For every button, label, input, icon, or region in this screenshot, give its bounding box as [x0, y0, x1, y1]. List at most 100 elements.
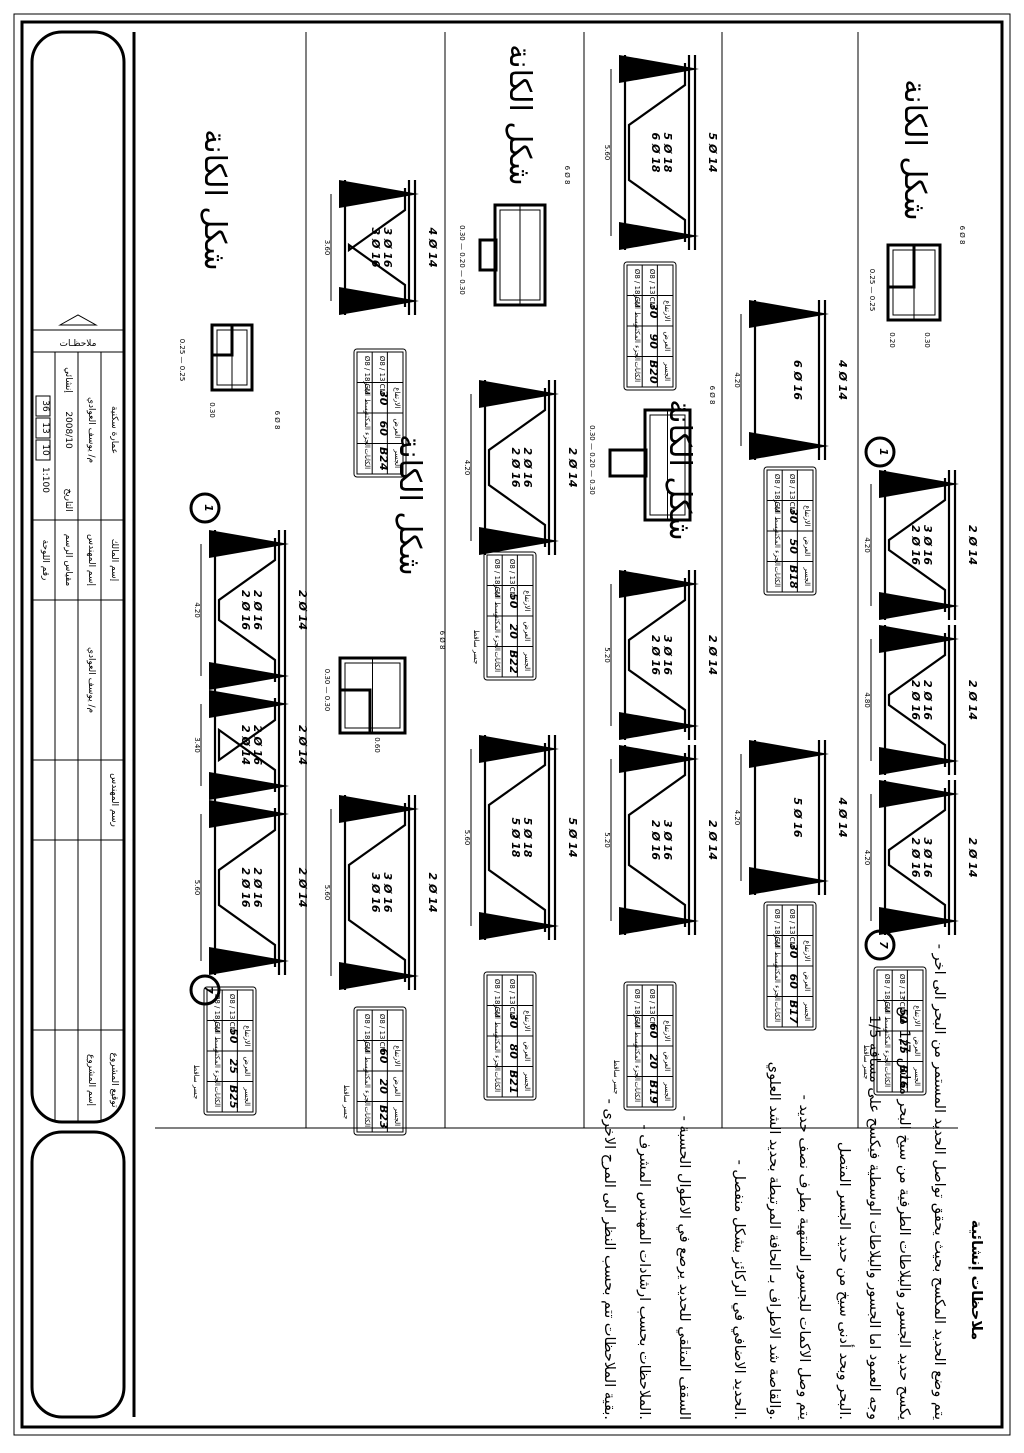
bent-bar: [217, 808, 277, 967]
stirrup-dim: 0.30 — 0.20 — 0.30: [588, 425, 596, 495]
support-triangle: [619, 907, 699, 935]
mid-bar-label: 2 Ø 16: [251, 725, 264, 765]
span-length: 5.20: [603, 832, 611, 848]
beam-height: 50: [227, 1028, 240, 1044]
mid-bar-label: 2 Ø 16: [251, 868, 264, 908]
stirrup-spacing-end: Ø8 / 13 CM: [648, 989, 656, 1028]
bent-bar: [887, 633, 947, 767]
stirrup-spacing-end: Ø8 / 13 CM: [508, 559, 516, 598]
mid-bar-label-2: 6 Ø 18: [649, 133, 662, 173]
inner-frame: [20, 20, 1004, 1429]
stirrup-spacing-mid: Ø8 / 18 CM: [213, 994, 221, 1033]
support-triangle: [749, 432, 829, 460]
beam-span: 2 Ø 143 Ø 163 Ø 165.60: [323, 795, 439, 990]
beam-details: 2 Ø 143 Ø 162 Ø 164.202 Ø 142 Ø 162 Ø 16…: [189, 55, 979, 1136]
support-triangle: [879, 592, 959, 620]
stirrup-bar-label: 6 Ø 8: [708, 386, 716, 405]
bent-bar: [887, 478, 947, 612]
note-item: البحر وبحد أدنى سيخ من حديد الجسر المتصل…: [836, 1142, 855, 1420]
engineer-name: م/ يوسف العوادي: [86, 647, 96, 713]
owner-label: إسم المالك: [109, 539, 119, 581]
beam-type-tag: جسر ساقط: [342, 1085, 350, 1120]
table-header-beam: الجسر: [803, 566, 811, 586]
table-header-height: الارتفاع: [663, 300, 671, 321]
beam-type-tag: جسر ساقط: [862, 1045, 870, 1080]
beam-type-tag: جسر ساقط: [612, 1060, 620, 1095]
beam-span: 4 Ø 143 Ø 163 Ø 163.60: [323, 180, 439, 315]
mid-bar-label: 3 Ø 16: [661, 635, 674, 675]
mid-bar-label: 3 Ø 16: [921, 838, 934, 878]
note-item: - السقف المتلقي للحديد يرصع في الاطوال ا…: [676, 1116, 692, 1420]
mid-bar-label: 2 Ø 16: [521, 448, 534, 488]
beam-width: 20: [507, 624, 520, 640]
support-triangle: [479, 735, 559, 763]
beam-height: 30: [377, 390, 390, 406]
note-item: - بقية الملاحظات تتم بحسب النظر الى المر…: [601, 1099, 617, 1420]
note-item: وجه العمود اما الجسور والبلاطات الوسطية …: [866, 1015, 882, 1420]
table-header-end: الجزء المكثف: [773, 962, 781, 1001]
structural-notes: ملاحظات إنشائية - يتم وضع الحديد المكسح …: [601, 944, 984, 1420]
mid-bar-label-2: 2 Ø 14: [239, 725, 252, 765]
title-block: ملاحظـات إسم المالك إسم المهندس مقياس ال…: [30, 30, 126, 1419]
support-triangle: [619, 745, 699, 773]
table-header-beam: الجسر: [393, 1106, 401, 1126]
table-header-mid: وسط البحر: [493, 1003, 501, 1037]
table-header-width: العرض: [523, 1041, 531, 1061]
stirrup-spacing-mid: Ø8 / 18 CM: [773, 474, 781, 513]
stirrup-spacing-mid: Ø8 / 18 CM: [883, 974, 891, 1013]
beam-height: 30: [787, 508, 800, 524]
table-header-stirrups: الكانات: [773, 1001, 781, 1022]
support-triangle: [339, 962, 419, 990]
table-header-width: العرض: [913, 1036, 921, 1056]
grid-marker: [189, 492, 221, 524]
top-bar-label: 4 Ø 14: [836, 359, 849, 400]
beam-width: 20: [377, 1079, 390, 1095]
table-header-end: الجزء المكثف: [633, 1042, 641, 1081]
stirrup-spacing-mid: Ø8 / 18 CM: [633, 269, 641, 308]
beam-span: 5 Ø 145 Ø 186 Ø 185.60: [603, 55, 719, 250]
top-bar-label: 2 Ø 14: [566, 448, 579, 488]
top-bar-label: 2 Ø 14: [426, 873, 439, 913]
stirrup-spacing-end: Ø8 / 13 CM: [898, 974, 906, 1013]
beam-id: B24: [377, 447, 390, 471]
table-header-width: العرض: [243, 1056, 251, 1076]
stirrup-dim: 0.30 — 0.20 — 0.30: [458, 225, 466, 295]
bent-bar: [887, 788, 947, 927]
stirrup-flange: [886, 243, 916, 289]
note-item: - الحديد الاضافي في الركائز بشكل منفصل.: [731, 1160, 747, 1420]
outer-frame: [13, 13, 1011, 1436]
beam-span: 2 Ø 142 Ø 162 Ø 165.60: [193, 800, 309, 975]
beam-height: 50: [897, 1008, 910, 1024]
beam-id: B16: [897, 1065, 910, 1089]
stirrup-spacing-mid: Ø8 / 18 CM: [773, 909, 781, 948]
stirrup-title: شكل الكانة: [392, 434, 427, 576]
mid-bar-label-2: 2 Ø 16: [909, 680, 922, 720]
beam-width: 60: [377, 421, 390, 437]
bent-bar: [487, 388, 547, 547]
beam-width: 50: [787, 539, 800, 555]
table-header-beam: الجسر: [663, 361, 671, 381]
beam-span: 2 Ø 143 Ø 162 Ø 165.20: [603, 745, 719, 935]
table-header-width: العرض: [393, 418, 401, 438]
sheet-label: رقم اللوحة: [40, 540, 50, 581]
table-header-end: الجزء المكثف: [773, 527, 781, 566]
draftsman-name: م/ يوسف العوادي: [86, 397, 96, 463]
stirrup-spacing-end: Ø8 / 13 CM: [508, 979, 516, 1018]
engineer-label: إسم المهندس: [86, 534, 96, 586]
beam-id: B25: [227, 1085, 240, 1109]
grid-marker-label: 7: [877, 941, 890, 949]
support-triangle: [879, 780, 959, 808]
beam-height: 50: [507, 593, 520, 609]
stirrup-flange: [210, 323, 234, 357]
table-header-beam: الجسر: [663, 1081, 671, 1101]
table-header-beam: الجسر: [243, 1086, 251, 1106]
grid-marker-label: 1: [877, 448, 890, 456]
beam-span: 2 Ø 142 Ø 162 Ø 143.40: [193, 690, 309, 800]
table-header-height: الارتفاع: [393, 1045, 401, 1066]
grid-marker-label: 1: [202, 504, 215, 512]
mid-bar-label: 5 Ø 16: [791, 798, 804, 838]
mid-bar-label-2: 2 Ø 16: [649, 635, 662, 675]
